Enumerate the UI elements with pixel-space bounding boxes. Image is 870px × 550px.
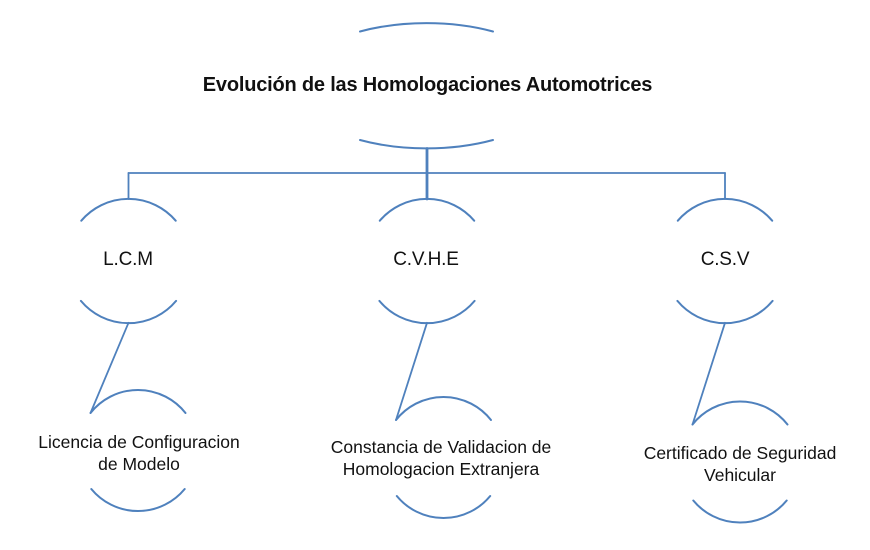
node-fullname-csv-line2: Vehicular: [704, 465, 776, 485]
node-fullname-lcm: Licencia de Configuracion de Modelo: [14, 431, 264, 475]
node-label-lcm: L.C.M: [103, 249, 153, 270]
lcm-diagonal-connector: [89, 321, 130, 414]
node-fullname-cvhe-line2: Homologacion Extranjera: [342, 459, 540, 479]
licencia-node-bottom-arc: [90, 488, 186, 512]
node-fullname-csv: Certificado de Seguridad Vehicular: [615, 442, 865, 486]
node-fullname-lcm-line1: Licencia de Configuracion: [38, 432, 240, 452]
node-label-csv: C.S.V: [700, 249, 750, 270]
node-fullname-lcm-line2: de Modelo: [98, 454, 180, 474]
certificado-node-top-arc: [691, 400, 789, 426]
diagram-title: Evolución de las Homologaciones Automotr…: [202, 74, 653, 96]
licencia-node-top-arc: [89, 389, 187, 414]
lcm-node-bottom-arc: [79, 299, 178, 325]
certificado-node-bottom-arc: [692, 499, 788, 524]
root-node-top-arc: [359, 22, 494, 33]
root-node-bottom-arc: [359, 139, 494, 150]
node-label-cvhe: C.V.H.E: [393, 249, 459, 270]
node-fullname-csv-line1: Certificado de Seguridad: [643, 443, 837, 463]
cvhe-diagonal-connector: [395, 321, 428, 421]
csv-node-bottom-arc: [676, 299, 774, 325]
cvhe-node-top-arc: [378, 197, 476, 222]
csv-diagonal-connector: [691, 321, 726, 426]
node-fullname-cvhe: Constancia de Validacion de Homologacion…: [316, 436, 566, 480]
node-fullname-cvhe-line1: Constancia de Validacion de: [330, 437, 552, 457]
lcm-node-top-arc: [80, 197, 177, 222]
cvhe-node-bottom-arc: [378, 299, 476, 325]
csv-node-top-arc: [676, 197, 774, 222]
constancia-node-bottom-arc: [395, 495, 492, 519]
constancia-node-top-arc: [395, 396, 492, 421]
